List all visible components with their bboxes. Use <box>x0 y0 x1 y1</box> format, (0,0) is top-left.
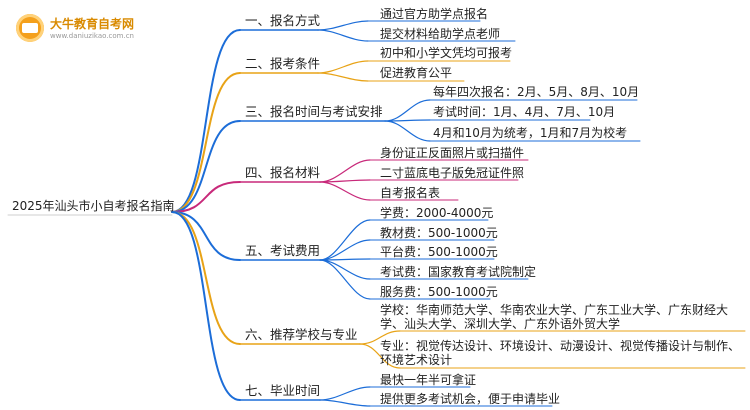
leaf-5-5: 服务费：500-1000元 <box>380 285 498 299</box>
connector-root-to-branch-7 <box>171 211 241 401</box>
branch-5: 五、考试费用 <box>245 243 321 258</box>
leaf-5-3: 平台费：500-1000元 <box>380 245 498 259</box>
connector-root-to-branch-4 <box>171 181 241 213</box>
connector-branch-3-leaf-3 <box>384 120 431 142</box>
leaf-5-4: 考试费：国家教育考试院制定 <box>380 265 537 279</box>
leaf-6-1: 学校：华南师范大学、华南农业大学、广东工业大学、广东财经大学、汕头大学、深圳大学… <box>380 303 729 331</box>
connector-branch-7-leaf-2 <box>319 399 371 407</box>
branch-4: 四、报名材料 <box>245 165 321 180</box>
branch-6: 六、推荐学校与专业 <box>245 327 358 342</box>
connector-root-to-branch-6 <box>171 211 241 345</box>
leaf-6-2: 专业：视觉传达设计、环境设计、动漫设计、视觉传播设计与制作、环境艺术设计 <box>380 339 741 367</box>
leaf-3-3: 4月和10月为统考，1月和7月为校考 <box>433 126 628 140</box>
connector-branch-5-leaf-1 <box>319 219 371 261</box>
connector-branch-2-leaf-2 <box>317 72 369 82</box>
connector-branch-6-leaf-1 <box>359 330 401 345</box>
leaf-4-3: 自考报名表 <box>380 186 441 200</box>
connector-branch-6-leaf-2 <box>359 343 401 369</box>
connector-branch-5-leaf-5 <box>319 259 371 300</box>
connector-branch-5-leaf-2 <box>319 239 371 261</box>
leaf-7-1: 最快一年半可拿证 <box>380 373 477 387</box>
leaf-3-2: 考试时间：1月、4月、7月、10月 <box>433 105 616 119</box>
leaf-4-2: 二寸蓝底电子版免冠证件照 <box>380 166 525 180</box>
leaf-7-2: 提供更多考试机会，便于申请毕业 <box>380 392 561 406</box>
leaf-5-1: 学费：2000-4000元 <box>380 206 494 220</box>
connector-branch-1-leaf-1 <box>317 20 369 31</box>
leaf-1-2: 提交材料给助学点老师 <box>380 27 501 41</box>
branch-1: 一、报名方式 <box>245 13 321 28</box>
connector-branch-4-leaf-3 <box>319 181 371 201</box>
branch-2: 二、报考条件 <box>245 56 321 71</box>
leaf-2-1: 初中和小学文凭均可报考 <box>380 46 513 60</box>
leaf-3-1: 每年四次报名：2月、5月、8月、10月 <box>433 85 640 99</box>
connector-branch-7-leaf-1 <box>319 386 371 401</box>
connector-branch-2-leaf-1 <box>317 60 369 74</box>
connector-branch-1-leaf-2 <box>317 29 369 42</box>
leaf-4-1: 身份证正反面照片或扫描件 <box>380 146 525 160</box>
connector-branch-3-leaf-1 <box>384 99 431 122</box>
connector-root-to-branch-1 <box>171 29 241 213</box>
connector-root-to-branch-2 <box>171 72 241 213</box>
brand-name: 大牛教育自考网 <box>50 17 135 31</box>
leaf-5-2: 教材费：500-1000元 <box>380 226 498 240</box>
connector-branch-4-leaf-1 <box>319 159 371 183</box>
root-topic: 2025年汕头市小自考报名指南 <box>12 199 175 213</box>
brand-logo: 大牛教育自考网 www.daniuzikao.com.cn <box>16 12 156 48</box>
connector-root-to-branch-5 <box>171 211 241 261</box>
branch-7: 七、毕业时间 <box>245 383 321 398</box>
leaf-2-2: 促进教育公平 <box>380 66 453 80</box>
graduation-cap-icon <box>16 14 44 42</box>
brand-url: www.daniuzikao.com.cn <box>50 32 134 40</box>
connector-root-to-branch-3 <box>171 120 241 213</box>
branch-3: 三、报名时间与考试安排 <box>245 104 383 119</box>
leaf-1-1: 通过官方助学点报名 <box>380 7 489 21</box>
